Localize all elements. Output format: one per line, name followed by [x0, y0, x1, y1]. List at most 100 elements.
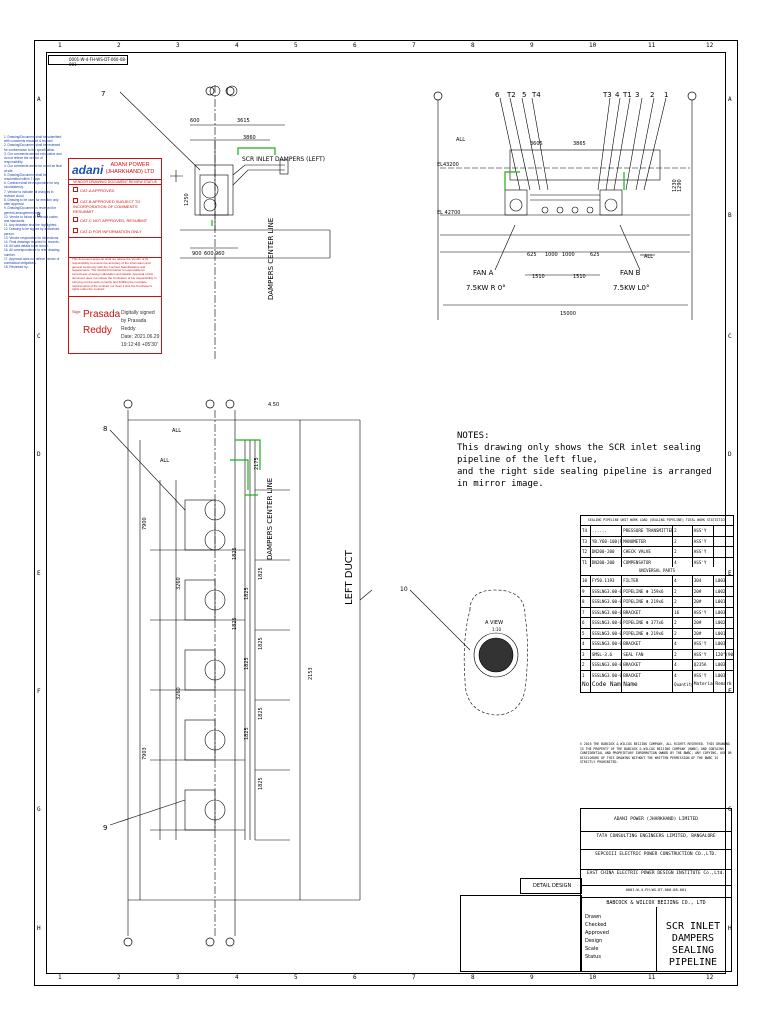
item-label: 8 [103, 425, 107, 433]
col-mark: 8 [471, 974, 475, 981]
table-cell: ASS'Y [693, 607, 715, 617]
dim-text: 1825 [232, 617, 238, 630]
table-cell: 120°(90°) [715, 651, 733, 657]
table-cell: SSSLNG3.00-003 [591, 639, 623, 649]
fan-a-spec: 7.5KW R 0° [466, 284, 506, 292]
review-comment-text: 6. Contract shall be responsible for any… [4, 181, 60, 190]
left-duct-label: LEFT DUCT [344, 549, 355, 605]
table-cell: 6 [581, 618, 591, 628]
table-header-cell: Remark [715, 682, 732, 687]
table-cell: 4 [673, 670, 693, 680]
table-cell [714, 537, 733, 547]
review-comment-text: 1. Drawing/Document shall be submitted w… [4, 135, 62, 144]
dim-text: 625 [590, 252, 600, 258]
col-mark: 4 [235, 42, 239, 49]
col-mark: 10 [589, 974, 597, 981]
col-mark: 11 [648, 974, 656, 981]
parts-table: SEALING PIPELINE UNIT WORK LOAD (SEALING… [580, 515, 734, 693]
dim-text: 2153 [308, 667, 314, 680]
col-mark: 9 [530, 42, 534, 49]
checkbox-icon [73, 187, 78, 192]
bwbc-name: BABCOCK & WILCOX BEIJING CO., LTD [581, 897, 731, 908]
fan-a-label: FAN A [473, 269, 494, 277]
review-comment-text: 5. Drawing/Document shall be resubmitted… [4, 172, 47, 182]
table-cell: 9 [581, 586, 591, 596]
dim-text: 15000 [560, 311, 576, 317]
item-label: 4 [615, 91, 620, 99]
parts-table-subheader: UNIVERSAL PARTS [581, 567, 733, 576]
col-mark: 12 [706, 974, 714, 981]
table-cell: 10 [581, 576, 591, 586]
row-mark: H [728, 925, 732, 932]
table-cell: PRESSURE TRANSMITTER [622, 526, 674, 536]
review-comment-text: 15. All weld details to be shown. [4, 244, 50, 249]
table-cell: BRACKET [622, 639, 674, 649]
title-block: ADANI POWER (JHARKHAND) LIMITED TATA CON… [580, 808, 732, 972]
dim-text: 1000 [545, 252, 558, 258]
view-label: SCR INLET DAMPERS (LEFT) [242, 156, 325, 163]
notes-block: NOTES: This drawing only shows the SCR i… [457, 430, 717, 490]
owner-name: ADANI POWER (JHARKHAND) LIMITED [614, 817, 698, 822]
table-cell: DN200-200 [591, 547, 623, 557]
row-mark: A [728, 96, 732, 103]
item-label: 6 [495, 91, 500, 99]
review-comment-text: 3. Our comments are not exhaustive and d… [4, 151, 62, 165]
col-mark: 8 [471, 42, 475, 49]
designer-name: EAST CHINA ELECTRIC POWER DESIGN INSTITU… [581, 869, 731, 878]
table-cell: 4 [673, 660, 693, 670]
table-cell: 8 [581, 597, 591, 607]
item-label: 10 [400, 586, 408, 593]
table-cell: 2 [673, 618, 693, 628]
table-cell: ASS'Y [693, 526, 715, 536]
table-cell: SSSLNG3.00-003 [591, 660, 623, 670]
table-cell: 4 [673, 557, 693, 567]
dim-text: 3615 [237, 118, 250, 124]
table-cell: 304 [693, 576, 715, 586]
title-side-labels: Drawn Checked Approved Design Scale Stat… [585, 914, 609, 960]
table-cell: ASS'Y [693, 649, 715, 659]
table-cell: COMPENSATOR [622, 557, 674, 567]
stamp-header: VENDOR DRAWING/ DOCUMENT REVIEW STATUS [69, 179, 161, 185]
table-cell: BRACKET [622, 670, 674, 680]
table-cell: BRACKET [622, 660, 674, 670]
dim-text: 7900 [142, 517, 148, 530]
elevation-label: EL43200 [437, 162, 459, 168]
table-cell: PIPELINE Φ 159x6 [622, 586, 674, 596]
table-cell: L003 [715, 672, 726, 678]
table-cell: 20# [693, 597, 715, 607]
col-mark: 12 [706, 42, 714, 49]
dim-text: 3865 [573, 141, 586, 147]
digital-signature-details: Digitally signed by Prasada Reddy Date: … [121, 310, 160, 348]
table-cell: YB.Y60-100(F) [591, 536, 623, 546]
adani-logo: adani [72, 163, 104, 177]
item-label: 3 [635, 91, 639, 99]
table-cell: ...... [591, 526, 623, 536]
row-mark: F [728, 688, 732, 695]
table-cell: PIPELINE Φ 219x6 [622, 597, 674, 607]
drawing-title: SCR INLET DAMPERS SEALING PIPELINE [665, 921, 721, 968]
col-mark: 7 [412, 974, 416, 981]
table-cell: L003 [715, 641, 726, 646]
checkbox-icon [73, 217, 78, 222]
dim-text: 900 [192, 251, 202, 257]
stamp-option: CAT-B APPROVED SUBJECT TO INCORPORATION … [73, 198, 141, 214]
item-label: 7 [101, 90, 105, 98]
col-mark: 4 [235, 974, 239, 981]
stamp-option: CAT-A APPROVED [73, 187, 114, 193]
dim-text: 1825 [258, 637, 264, 650]
table-cell: 1 [581, 670, 591, 680]
col-mark: 3 [176, 42, 180, 49]
table-cell: SSSLNG3.00-003 [591, 586, 623, 596]
review-comment-text: 12. Drawing to be signed by authorised p… [4, 227, 60, 236]
item-label: 9 [103, 824, 107, 832]
col-mark: 3 [176, 974, 180, 981]
table-cell: SEAL FAN [622, 649, 674, 659]
table-cell: 2 [673, 526, 693, 536]
table-cell: 4 [673, 576, 693, 586]
table-cell: SSSLNG3.00-002 [591, 628, 623, 638]
